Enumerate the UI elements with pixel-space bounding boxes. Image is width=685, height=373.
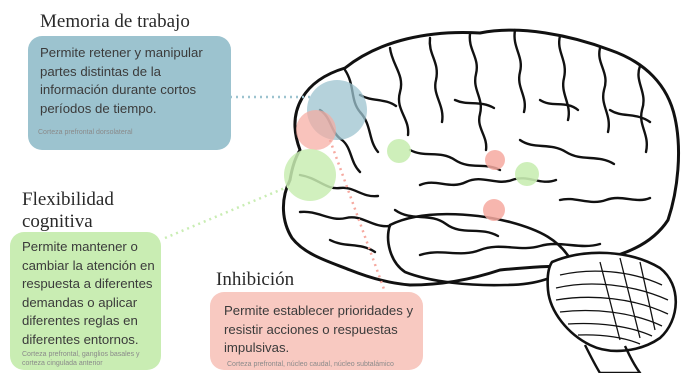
brainstem	[583, 344, 642, 373]
working-memory-region-label: Corteza prefrontal dorsolateral	[38, 129, 133, 136]
brain-outline	[282, 28, 681, 287]
inhibition-region-label: Corteza prefrontal, núcleo caudal, núcle…	[227, 361, 394, 368]
flexibility-text: Permite mantener o cambiar la atención e…	[22, 239, 155, 347]
inhibition-region-2	[483, 199, 505, 221]
cerebellum	[546, 251, 678, 353]
flexibility-title-line1: Flexibilidad	[22, 189, 114, 210]
inhibition-connector	[328, 139, 387, 293]
inhibition-text: Permite establecer prioridades y resisti…	[224, 303, 414, 355]
flexibility-title-line2: cognitiva	[22, 211, 93, 232]
flexibility-card: Permite mantener o cambiar la atención e…	[10, 232, 161, 370]
inhibition-region-1	[485, 150, 505, 170]
flexibility-region-frontal	[284, 149, 336, 201]
working-memory-card: Permite retener y manipular partes disti…	[28, 36, 231, 150]
flexibility-connector	[164, 183, 293, 240]
inhibition-title: Inhibición	[216, 269, 295, 290]
flexibility-region-1	[387, 139, 411, 163]
inhibition-region-frontal	[296, 110, 336, 150]
flexibility-region-2	[515, 162, 539, 186]
inhibition-card: Permite establecer prioridades y resisti…	[210, 292, 423, 370]
flexibility-region-label: Corteza prefrontal, ganglios basales y c…	[22, 351, 140, 367]
working-memory-text: Permite retener y manipular partes disti…	[40, 45, 203, 116]
working-memory-title: Memoria de trabajo	[40, 11, 190, 32]
